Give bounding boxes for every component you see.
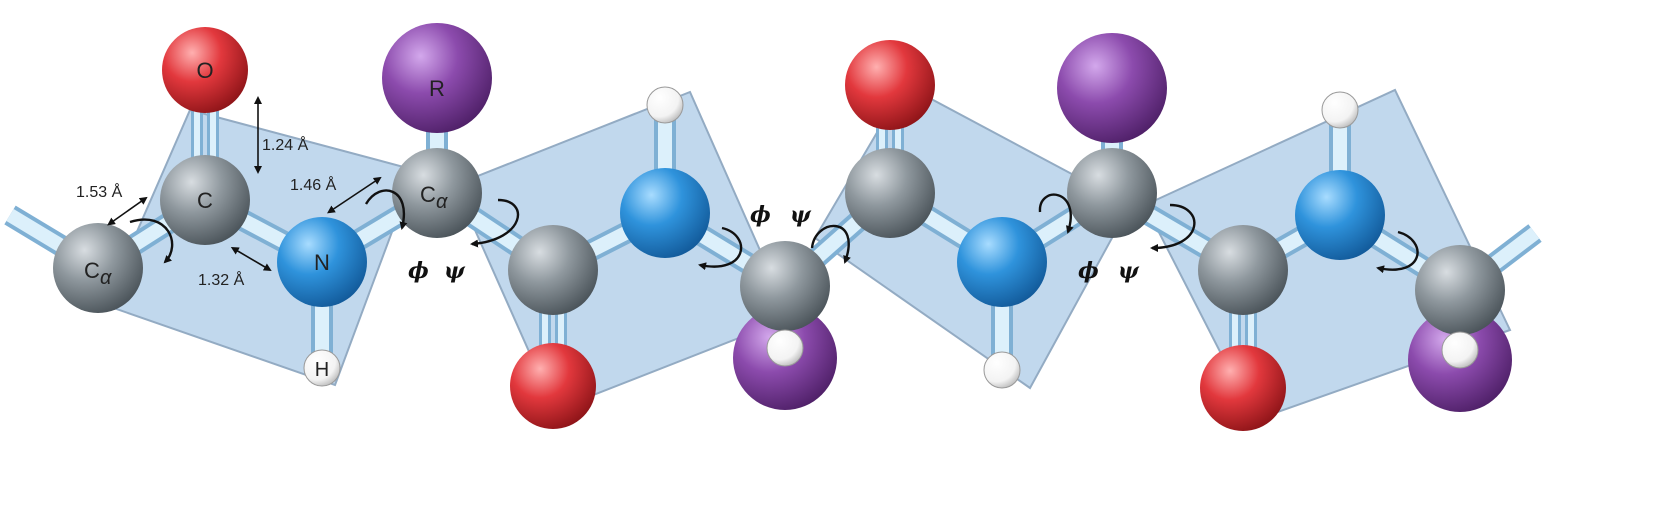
bond-length-annotations (107, 96, 382, 272)
hydrogen-atom (303, 349, 341, 387)
phi-label: ϕ (750, 202, 771, 228)
hydrogen-label: H (315, 359, 329, 381)
phi-label: ϕ (1078, 258, 1099, 284)
hydrogen-atom (646, 86, 684, 124)
hydrogen-atom (766, 329, 804, 367)
svg-text:C: C (84, 258, 100, 283)
bond-length-n-ca: 1.46 Å (290, 175, 337, 194)
bond-length-labels: 1.24 Å 1.53 Å 1.46 Å 1.32 Å (76, 135, 337, 289)
alpha-carbon-atom (53, 223, 143, 313)
alpha-carbon-atom (740, 241, 830, 331)
carbonyl-carbon-atom (508, 225, 598, 315)
rotation-arrow-icon (129, 218, 174, 264)
carbonyl-carbon-atom (1198, 225, 1288, 315)
carbonyl-carbon-atom (845, 148, 935, 238)
oxygen-atom (510, 343, 596, 429)
alpha-carbon-label: C α (84, 258, 112, 289)
rotation-arrow-icon (364, 189, 408, 230)
rotation-arrow-icon (470, 198, 520, 248)
rotation-arrow-icon (1038, 193, 1074, 234)
psi-label: ψ (790, 202, 812, 228)
bond-length-c-o: 1.24 Å (262, 135, 309, 154)
alpha-carbon-atom (1415, 245, 1505, 335)
bond-length-ca-c: 1.53 Å (76, 182, 123, 201)
hydrogen-atom (1441, 331, 1479, 369)
carbon-label: C (197, 188, 213, 213)
carbonyl-carbon-atom (160, 155, 250, 245)
double-headed-arrow-icon (327, 176, 382, 214)
torsion-angle-labels: ϕ ψ ϕ ψ ϕ ψ (408, 202, 1140, 284)
atom-labels: O R C N H C α C α (84, 58, 448, 381)
bond-length-c-n: 1.32 Å (198, 270, 245, 289)
rotation-arrow-icon (810, 224, 851, 264)
hydrogen-atom (1321, 91, 1359, 129)
hydrogen-atom (983, 351, 1021, 389)
double-headed-arrow-icon (230, 246, 272, 272)
alpha-carbon-label: C α (420, 182, 448, 213)
rotation-arrow-icon (698, 226, 743, 271)
psi-label: ψ (444, 258, 466, 284)
oxygen-atom (1200, 345, 1286, 431)
oxygen-atom (845, 40, 935, 130)
r-group-atom (382, 23, 492, 133)
svg-text:α: α (100, 267, 112, 289)
psi-label: ψ (1118, 258, 1140, 284)
alpha-carbon-atom (392, 148, 482, 238)
r-group-atom (1057, 33, 1167, 143)
rotation-arrow-icon (1150, 203, 1196, 252)
nitrogen-atom (620, 168, 710, 258)
oxygen-atom (162, 27, 248, 113)
phi-label: ϕ (408, 258, 429, 284)
alpha-carbon-atom (1067, 148, 1157, 238)
rotation-arrow-icon (1376, 230, 1419, 274)
peptide-plane-1 (103, 108, 417, 387)
double-headed-arrow-icon (107, 196, 148, 226)
atoms (53, 23, 1505, 431)
r-group-label: R (429, 76, 445, 101)
svg-text:α: α (436, 191, 448, 213)
svg-text:C: C (420, 182, 436, 207)
nitrogen-atom (277, 217, 367, 307)
oxygen-label: O (196, 58, 213, 83)
rotation-arrows (129, 189, 1419, 274)
nitrogen-atom (1295, 170, 1385, 260)
nitrogen-atom (957, 217, 1047, 307)
nitrogen-label: N (314, 250, 330, 275)
